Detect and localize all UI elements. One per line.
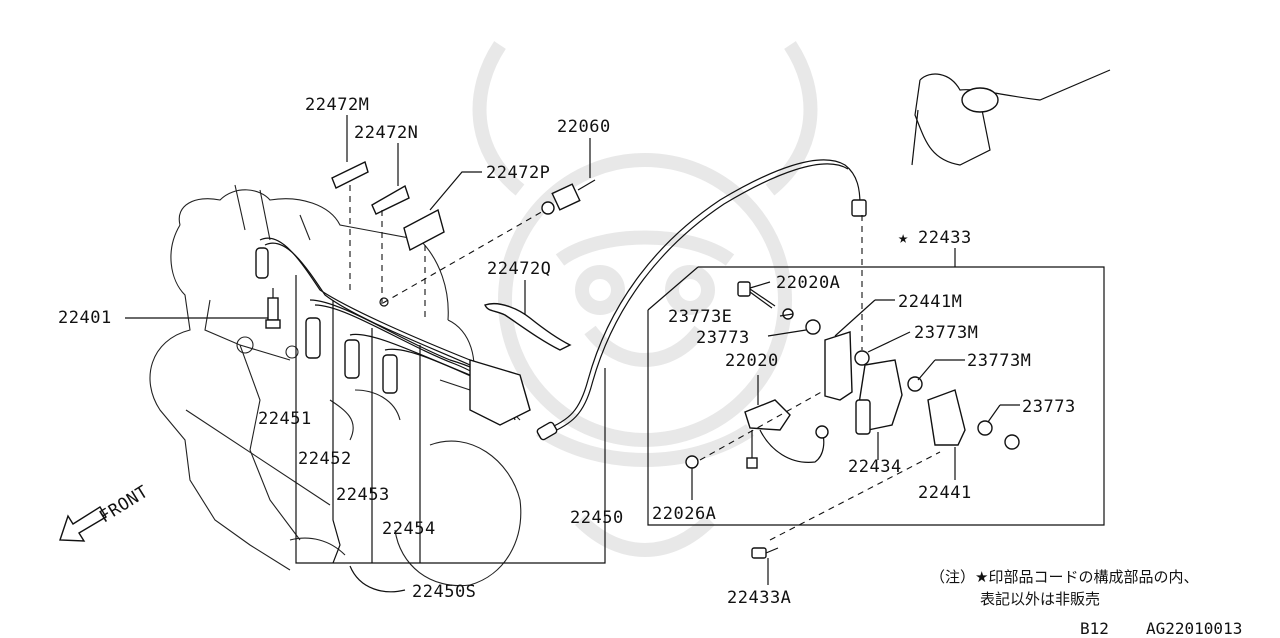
reference-lines <box>349 185 941 541</box>
label-22060: 22060 <box>557 117 611 137</box>
label-22472Q: 22472Q <box>487 259 551 279</box>
engine-block <box>149 184 522 587</box>
label-22434: 22434 <box>848 457 902 477</box>
front-label: FRONT <box>96 482 152 527</box>
label-22401: 22401 <box>58 308 112 328</box>
main-lead <box>544 159 861 431</box>
coil-assembly <box>685 281 1020 559</box>
knock-sensor <box>541 179 596 215</box>
label-22451: 22451 <box>258 409 312 429</box>
ignition-wire-set <box>255 237 531 426</box>
label-22454: 22454 <box>382 519 436 539</box>
label-23773-a: 23773 <box>696 328 750 348</box>
label-22020A: 22020A <box>776 273 840 293</box>
page-code: B12 <box>1080 619 1109 638</box>
label-22472M: 22472M <box>305 95 369 115</box>
note-line-2: 表記以外は非販売 <box>980 590 1100 608</box>
label-22472P: 22472P <box>486 163 550 183</box>
label-22026A: 22026A <box>652 504 716 524</box>
wire-clips <box>331 161 572 351</box>
spark-plug <box>265 288 281 329</box>
label-22450S: 22450S <box>412 582 476 602</box>
label-22441: 22441 <box>918 483 972 503</box>
label-22020: 22020 <box>725 351 779 371</box>
label-23773-b: 23773 <box>1022 397 1076 417</box>
body-bracket <box>911 69 1111 166</box>
leader-lines <box>125 115 1020 593</box>
label-22450: 22450 <box>570 508 624 528</box>
note-line-1: （注）★印部品コードの構成部品の内、 <box>930 568 1198 586</box>
label-22433: 22433 <box>918 228 972 248</box>
label-23773M-2: 23773M <box>967 351 1031 371</box>
label-22452: 22452 <box>298 449 352 469</box>
star-mark: ★ <box>898 228 909 248</box>
label-23773E: 23773E <box>668 307 732 327</box>
label-22472N: 22472N <box>354 123 418 143</box>
label-23773M-1: 23773M <box>914 323 978 343</box>
label-22441M: 22441M <box>898 292 962 312</box>
front-arrow: FRONT <box>59 482 152 542</box>
part-labels: 22472M 22472N 22060 22472P 22472Q 22401 … <box>58 95 1076 608</box>
diagram-code: AG22010013 <box>1146 619 1242 638</box>
watermark-emblem <box>472 41 818 557</box>
label-22453: 22453 <box>336 485 390 505</box>
label-22433A: 22433A <box>727 588 791 608</box>
